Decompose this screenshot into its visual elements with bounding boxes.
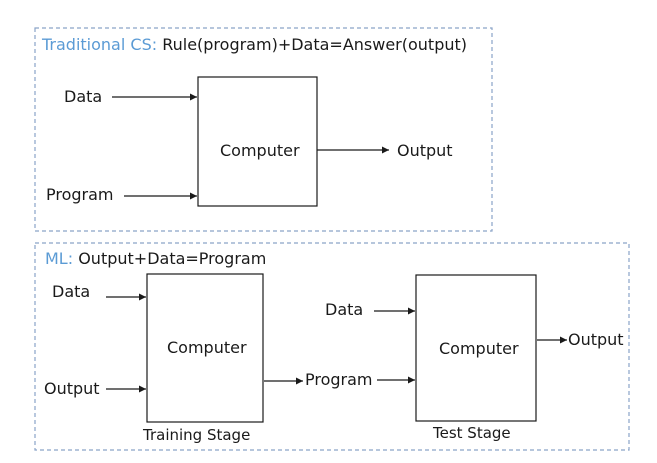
- traditional-output-label: Output: [397, 141, 453, 160]
- traditional-section-frame: [34, 27, 493, 232]
- training-output-label: Output: [44, 379, 100, 398]
- ml-heading: ML: Output+Data=Program: [45, 249, 266, 269]
- traditional-prefix: Traditional CS:: [42, 35, 158, 54]
- training-stage-caption: Training Stage: [143, 426, 251, 444]
- traditional-computer-box: [197, 76, 318, 207]
- training-computer-box: [146, 273, 264, 423]
- traditional-heading: Traditional CS: Rule(program)+Data=Answe…: [42, 35, 467, 55]
- training-data-label: Data: [52, 282, 91, 301]
- ml-prefix: ML:: [45, 249, 74, 268]
- traditional-program-label: Program: [46, 185, 114, 204]
- ml-equation: Output+Data=Program: [78, 249, 267, 268]
- test-computer-label: Computer: [439, 339, 519, 358]
- traditional-computer-label: Computer: [220, 141, 300, 160]
- program-between-label: Program: [305, 370, 373, 389]
- test-data-label: Data: [325, 300, 364, 319]
- training-computer-label: Computer: [167, 338, 247, 357]
- traditional-data-label: Data: [64, 87, 103, 106]
- test-stage-caption: Test Stage: [433, 424, 511, 442]
- ml-section-frame: [34, 242, 630, 451]
- test-computer-box: [415, 274, 537, 422]
- test-output-label: Output: [568, 330, 624, 349]
- traditional-equation: Rule(program)+Data=Answer(output): [162, 35, 468, 54]
